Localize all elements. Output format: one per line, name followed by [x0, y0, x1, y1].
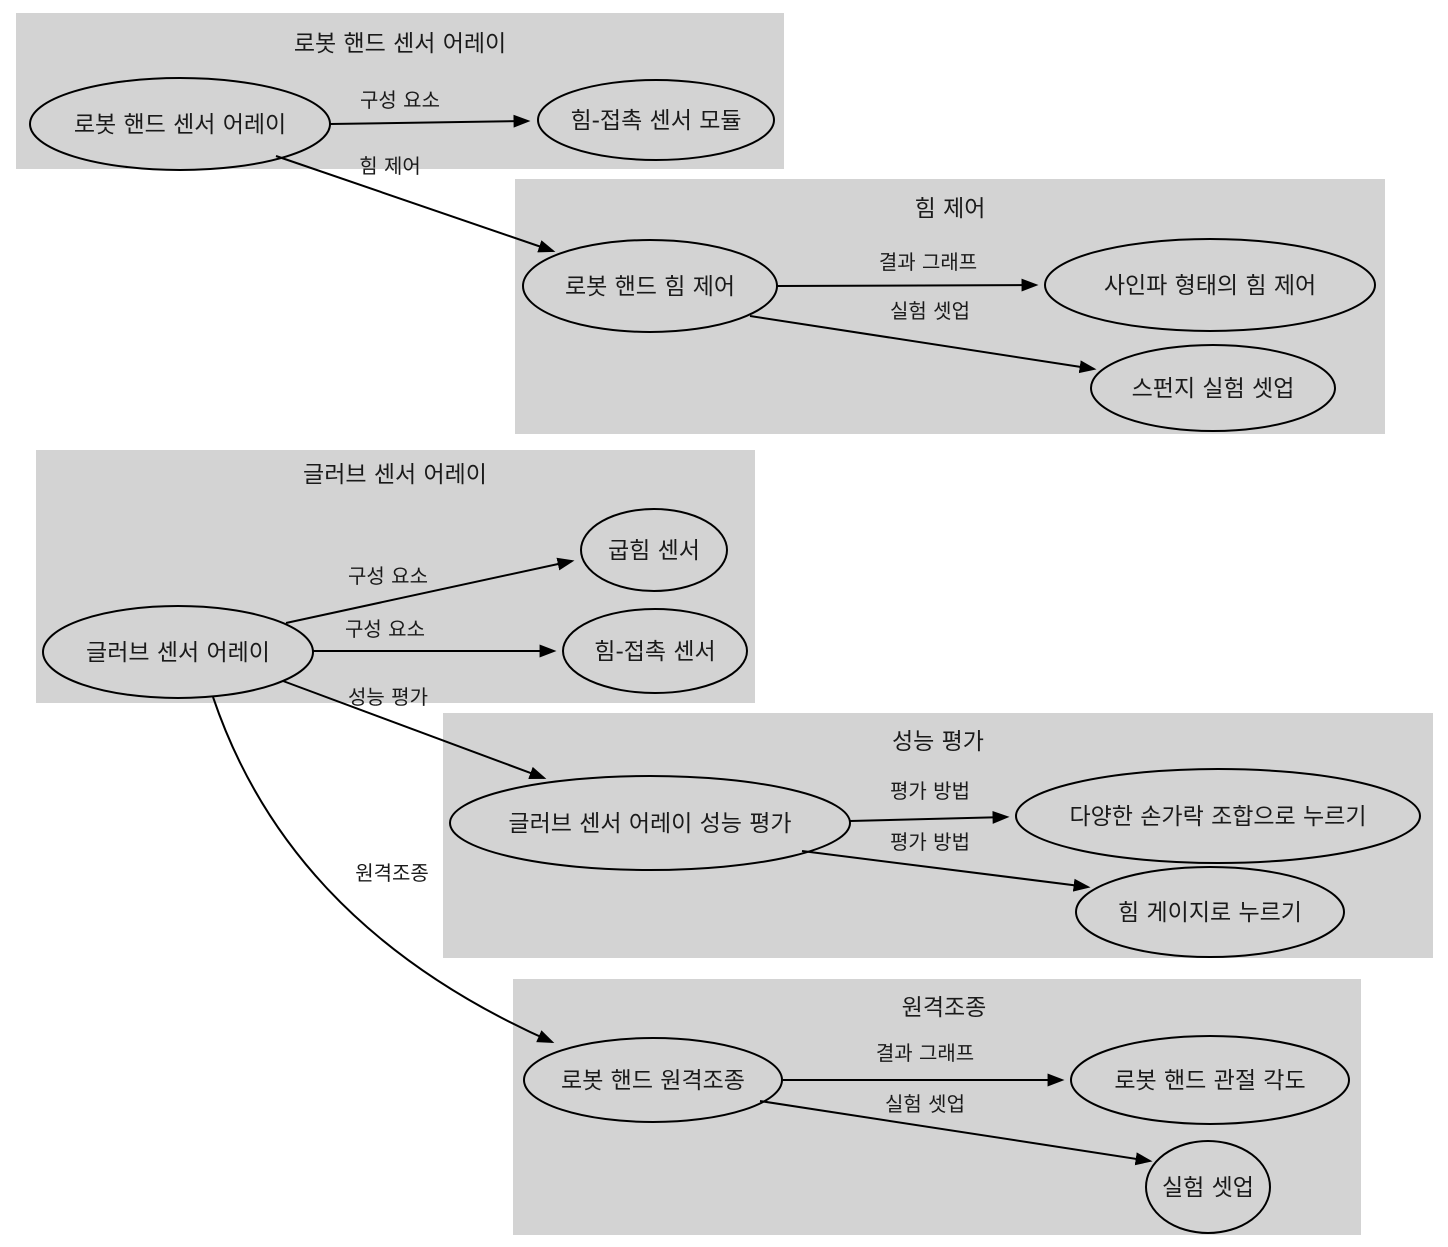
node-robot-hand-sensor-array-label: 로봇 핸드 센서 어레이	[74, 112, 286, 138]
cluster-teleoperation-box	[513, 979, 1361, 1235]
edge-glove-to-performance-evaluation	[282, 680, 547, 780]
cluster-teleoperation-title: 원격조종	[902, 995, 987, 1021]
cluster-glove-sensor-array-title: 글러브 센서 어레이	[303, 462, 487, 488]
edge-glove-to-bending-sensor-label: 구성 요소	[348, 564, 428, 588]
node-glove-sensor-array-label: 글러브 센서 어레이	[86, 640, 270, 666]
cluster-performance-evaluation-title: 성능 평가	[892, 729, 984, 755]
edge-sensor-array-to-module	[329, 114, 531, 128]
cluster-force-control-box	[515, 179, 1385, 434]
cluster-performance-evaluation-box	[443, 713, 1433, 958]
edge-evaluation-to-force-gauge-label: 평가 방법	[890, 830, 970, 854]
edge-teleoperation-to-setup-label: 실험 셋업	[885, 1092, 965, 1116]
edge-evaluation-to-force-gauge	[801, 850, 1091, 892]
node-robot-hand-force-control-label: 로봇 핸드 힘 제어	[565, 274, 735, 300]
node-force-contact-sensor-label: 힘-접촉 센서	[594, 639, 715, 665]
edge-sensor-array-to-force-control	[275, 155, 556, 253]
node-sponge-experiment-setup-label: 스펀지 실험 셋업	[1132, 376, 1295, 402]
edge-force-control-to-sine-wave-label: 결과 그래프	[879, 250, 977, 274]
node-pressing-with-force-gauge	[1075, 866, 1345, 958]
edge-glove-to-force-contact-sensor-label: 구성 요소	[345, 617, 425, 641]
node-glove-sensor-array-performance-evaluation	[449, 775, 851, 871]
cluster-robot-hand-sensor-array-box	[16, 13, 784, 169]
node-experiment-setup	[1145, 1140, 1271, 1234]
node-sponge-experiment-setup	[1090, 344, 1336, 432]
edge-sensor-array-to-module-label: 구성 요소	[360, 88, 440, 112]
edge-sensor-array-to-force-control-label: 힘 제어	[359, 154, 421, 178]
edge-force-control-to-sponge-label: 실험 셋업	[890, 299, 970, 323]
edge-glove-to-teleoperation	[212, 696, 555, 1044]
node-sine-wave-force-control	[1044, 238, 1376, 332]
node-robot-hand-sensor-array	[29, 77, 331, 171]
node-robot-hand-force-control	[522, 239, 778, 333]
node-robot-hand-joint-angles	[1070, 1035, 1350, 1125]
cluster-glove-sensor-array-box	[36, 450, 755, 703]
node-sine-wave-force-control-label: 사인파 형태의 힘 제어	[1104, 273, 1316, 299]
edge-teleoperation-to-setup	[759, 1100, 1153, 1166]
node-pressing-with-various-finger-combinations-label: 다양한 손가락 조합으로 누르기	[1069, 804, 1366, 830]
node-force-contact-sensor-module-label: 힘-접촉 센서 모듈	[570, 108, 741, 134]
node-pressing-with-various-finger-combinations	[1015, 768, 1421, 864]
edge-teleoperation-to-joint-angles-label: 결과 그래프	[876, 1041, 974, 1065]
node-force-contact-sensor	[562, 608, 748, 694]
node-robot-hand-teleoperation	[523, 1037, 783, 1123]
node-robot-hand-joint-angles-label: 로봇 핸드 관절 각도	[1114, 1068, 1305, 1094]
edge-glove-to-teleoperation-label: 원격조종	[355, 861, 429, 885]
edge-force-control-to-sponge	[749, 315, 1097, 374]
node-glove-sensor-array	[42, 605, 314, 699]
cluster-force-control-title: 힘 제어	[915, 196, 986, 222]
edge-evaluation-to-finger-combinations-label: 평가 방법	[890, 779, 970, 803]
node-experiment-setup-label: 실험 셋업	[1162, 1175, 1254, 1201]
node-force-contact-sensor-module	[537, 79, 775, 161]
edge-evaluation-to-finger-combinations	[849, 810, 1010, 824]
node-bending-sensor	[580, 508, 728, 592]
node-robot-hand-teleoperation-label: 로봇 핸드 원격조종	[561, 1068, 745, 1094]
node-glove-sensor-array-performance-evaluation-label: 글러브 센서 어레이 성능 평가	[508, 811, 791, 837]
edge-glove-to-bending-sensor	[285, 557, 575, 624]
cluster-robot-hand-sensor-array-title: 로봇 핸드 센서 어레이	[294, 31, 506, 57]
edge-glove-to-performance-evaluation-label: 성능 평가	[348, 685, 428, 709]
edge-force-control-to-sine-wave	[776, 278, 1039, 292]
node-pressing-with-force-gauge-label: 힘 게이지로 누르기	[1118, 900, 1302, 926]
node-bending-sensor-label: 굽힘 센서	[608, 538, 700, 564]
